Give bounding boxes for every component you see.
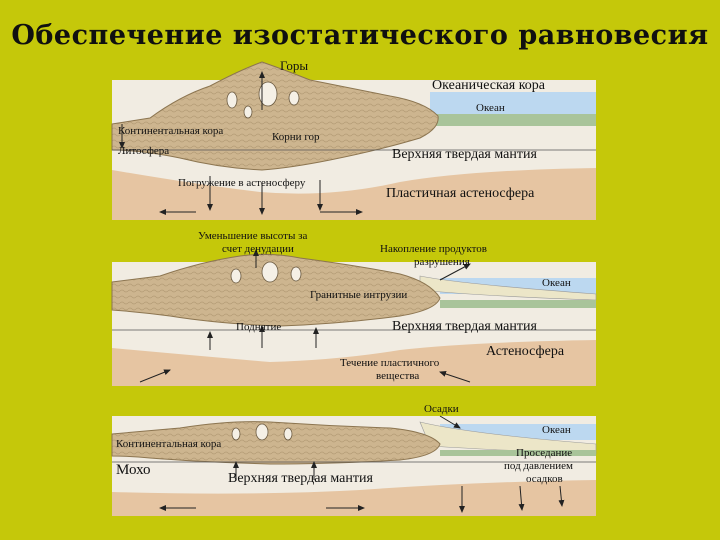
label-moho: Мохо [116, 462, 151, 478]
label-granite-intrusions: Гранитные интрузии [310, 289, 407, 301]
label-upper-mantle-3: Верхняя твердая мантия [228, 471, 373, 486]
label-ocean-1: Океан [476, 102, 505, 114]
label-denudation-1: Уменьшение высоты за [198, 230, 307, 242]
label-ocean-3: Океан [542, 424, 571, 436]
label-accumulation-1: Накопление продуктов [380, 243, 487, 255]
panel-3: Осадки Океан Континентальная кора Мохо В… [112, 403, 596, 516]
label-flow-1: Течение пластичного [340, 357, 440, 369]
label-mountain-roots: Корни гор [272, 131, 320, 143]
panel2-oceanic-crust [440, 300, 596, 308]
panel-2: Уменьшение высоты за счет денудации Нако… [112, 230, 596, 386]
label-upper-mantle-1: Верхняя твердая мантия [392, 147, 537, 162]
label-sinking-2: под давлением [504, 460, 573, 472]
label-continental-crust-1: Континентальная кора [118, 125, 223, 137]
label-flow-2: вещества [376, 370, 419, 382]
label-subsidence: Погружение в астеносферу [178, 177, 306, 189]
label-continental-crust-3: Континентальная кора [116, 438, 221, 450]
panel1-oceanic-crust [430, 114, 596, 126]
label-accumulation-2: разрушения [414, 256, 470, 268]
label-sediments: Осадки [424, 403, 459, 415]
label-ocean-2: Океан [542, 277, 571, 289]
panel-1: Горы Океаническая кора Океан Континентал… [112, 58, 596, 220]
label-upper-mantle-2: Верхняя твердая мантия [392, 319, 537, 334]
panel1-ocean [430, 92, 596, 114]
label-uplift: Поднятие [236, 321, 281, 333]
label-sinking-3: осадков [526, 473, 563, 485]
label-denudation-2: счет денудации [222, 243, 294, 255]
label-lithosphere: Литосфера [118, 145, 169, 157]
label-mountains: Горы [280, 58, 308, 73]
label-sinking-1: Проседание [516, 447, 572, 459]
label-oceanic-crust: Океаническая кора [432, 78, 546, 93]
label-plastic-asthenosphere: Пластичная астеносфера [386, 186, 535, 201]
label-asthenosphere: Астеносфера [486, 344, 565, 359]
